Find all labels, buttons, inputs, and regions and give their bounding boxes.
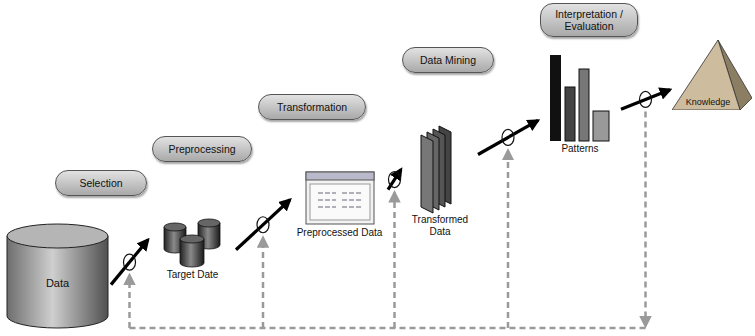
stage-icon [403, 124, 477, 214]
document-icon [292, 169, 387, 227]
transformed-data: Transformed Data [403, 112, 477, 237]
stage-label: Target Date [167, 269, 219, 281]
step-marker [257, 217, 269, 233]
feedback-line [128, 275, 131, 328]
stage-label: Knowledge [679, 97, 737, 107]
step-pill: Selection [55, 170, 147, 196]
feedback-line [262, 238, 265, 328]
preprocessed-data: Preprocessed Data [292, 160, 387, 238]
step-marker [640, 91, 652, 107]
stage-icon [292, 169, 387, 227]
stage-label: Preprocessed Data [297, 227, 383, 239]
step-label: Preprocessing [168, 143, 235, 155]
feedback-line [507, 150, 510, 328]
step-marker [124, 254, 136, 270]
feedback-line [130, 327, 646, 330]
feedback-line [644, 111, 647, 326]
step-pill: Data Mining [402, 47, 494, 73]
feedback-line [393, 193, 396, 328]
sheet-stack [403, 124, 477, 214]
stage-icon [150, 217, 235, 269]
step-label: Interpretation / Evaluation [547, 8, 631, 32]
target-data: Target Date [150, 208, 235, 280]
stage-icon [540, 51, 620, 143]
step-pill: Interpretation / Evaluation [540, 3, 638, 37]
step-pill: Transformation [258, 94, 366, 120]
step-marker [389, 172, 401, 188]
step-marker [502, 129, 514, 145]
step-label: Selection [79, 177, 122, 189]
stage-label: Data [46, 277, 69, 290]
step-pill: Preprocessing [152, 136, 252, 162]
stage-label: Transformed Data [403, 214, 477, 237]
knowledge-node: Knowledge [672, 40, 752, 110]
patterns-chart: Patterns [540, 42, 620, 154]
step-label: Data Mining [420, 54, 476, 66]
target-cylinders [150, 217, 235, 269]
data-source: Data [5, 222, 110, 330]
bar-chart [540, 51, 620, 143]
step-label: Transformation [277, 101, 347, 113]
flow-arrow [478, 120, 538, 154]
flow-arrow [621, 90, 670, 110]
stage-label: Patterns [561, 143, 598, 155]
flow-arrow [388, 170, 401, 190]
database-cylinder [5, 222, 110, 330]
